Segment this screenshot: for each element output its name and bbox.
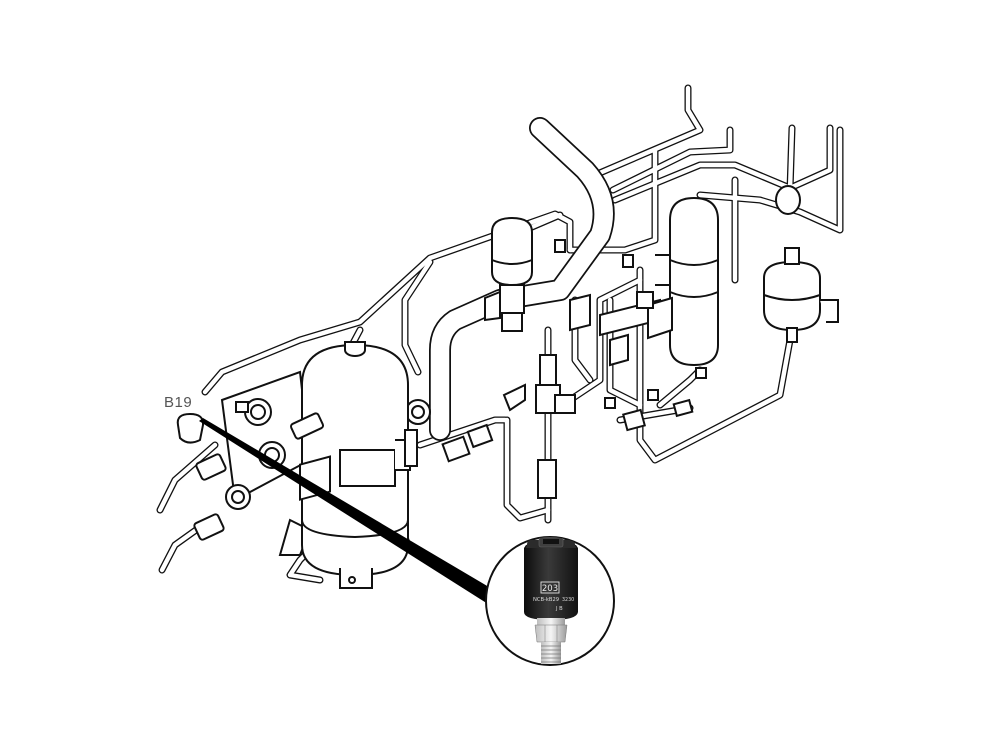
valve-top-right (554, 185, 801, 268)
cable-connector-2 (193, 513, 225, 541)
sensor-suffix: 3230 (562, 597, 574, 603)
receiver-tank (655, 196, 719, 367)
sensor-code: 203 (542, 584, 558, 594)
filter-drier (763, 247, 839, 343)
callout-leader (199, 418, 494, 604)
sensor-inset: 203 NCB-kB29 3230 J B (485, 536, 615, 666)
sight-glass-left (404, 423, 494, 467)
callout-label-b19: B19 (164, 394, 193, 411)
small-valve-lower (604, 367, 707, 432)
piping-network (156, 84, 844, 584)
sensor-part-number: NCB-kB29 (533, 597, 559, 603)
sensor-line3: J B (555, 606, 563, 612)
solenoid-valve (484, 216, 533, 332)
bracket-right (569, 291, 673, 367)
pressure-sensor-b19 (176, 412, 205, 444)
sensor-connector-pipe (235, 401, 324, 440)
cable-connector-1 (195, 453, 227, 481)
small-valve-center (502, 354, 576, 499)
sensor-code-box (540, 581, 560, 594)
